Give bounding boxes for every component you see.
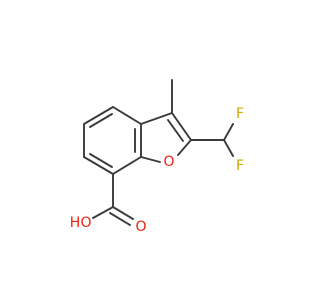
bond-inner-c4-c5 [89, 113, 113, 128]
bond-c3a-c3 [140, 112, 173, 125]
bond-c3a-c4 [112, 106, 142, 125]
bond-c2-o1 [177, 139, 192, 156]
bond-layer [83, 79, 234, 226]
carbonyl-oxygen-label: O [135, 219, 146, 235]
molecule-drawing: F F O O H O [70, 79, 244, 235]
bond-carboxyl-oh [92, 206, 114, 219]
bond-c3-c2-double [167, 119, 184, 142]
bond-c6-c7 [83, 156, 114, 175]
bond-c7-c7a [112, 156, 142, 175]
bond-carboxyl-o-1 [112, 206, 134, 220]
ring-oxygen-label: O [163, 154, 174, 170]
bond-o1-c7a [140, 156, 161, 163]
structure-canvas: F F O O H O [69, 79, 245, 235]
hydroxyl-oxygen-label: O [80, 215, 91, 231]
bond-chf2-f1 [223, 123, 234, 141]
bond-c4-c5 [83, 106, 114, 125]
bond-c3-c2 [171, 112, 192, 141]
bond-inner-c6-c7 [89, 153, 113, 168]
hydroxyl-hydrogen-label: H [70, 215, 81, 231]
fluorine-label-2: F [236, 158, 244, 174]
atom-label-layer: F F O O H O [70, 106, 244, 235]
fluorine-label-1: F [236, 106, 244, 122]
bond-chf2-f2 [223, 139, 234, 157]
bond-carboxyl-o-2 [109, 212, 131, 226]
